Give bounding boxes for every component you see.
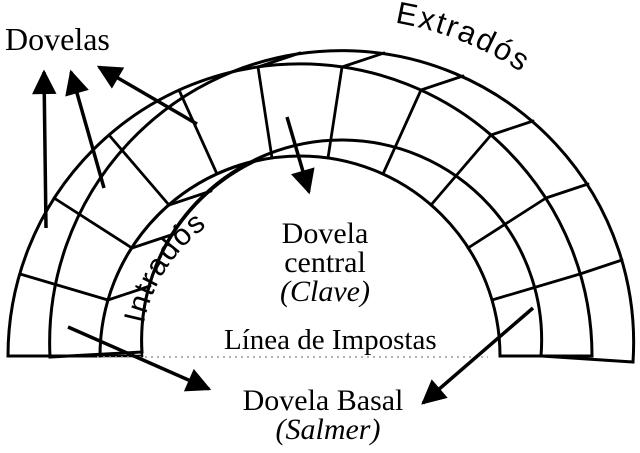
dovelas-arrow-1 — [32, 69, 57, 229]
voussoir-joint-depth — [578, 258, 624, 276]
svg-text:Dovela: Dovela — [282, 217, 369, 250]
svg-text:(Salmer): (Salmer) — [276, 413, 381, 446]
svg-text:central: central — [284, 246, 366, 279]
label-intrados: Intradós — [118, 205, 212, 326]
voussoir-joint — [381, 88, 423, 176]
voussoir-joint — [490, 272, 582, 302]
label-dovela-central: Dovela central (Clave) — [280, 217, 370, 308]
dovelas-arrow-2 — [65, 69, 106, 189]
dovelas-arrow-3 — [96, 65, 198, 126]
voussoir-joint — [52, 196, 134, 250]
voussoir-joints-depth — [106, 51, 624, 302]
voussoir-joint — [177, 88, 219, 176]
label-dovelas: Dovelas — [5, 21, 110, 57]
arch-front-ring — [6, 62, 594, 358]
svg-text:(Clave): (Clave) — [280, 275, 370, 308]
keystone-arrow — [285, 116, 315, 195]
voussoir-joint — [466, 196, 548, 250]
voussoir-joint-intrados — [130, 232, 176, 250]
label-extrados: Extradós — [393, 0, 537, 79]
voussoir-joint — [18, 272, 110, 302]
voussoir-joint-depth — [256, 51, 302, 69]
voussoir-joint-depth — [419, 74, 465, 92]
voussoir-joint — [256, 65, 274, 160]
annotation-arrows — [32, 65, 535, 405]
left-springer-arrow — [67, 325, 212, 392]
voussoir-joint-intrados — [106, 284, 152, 302]
label-linea-impostas: Línea de Impostas — [224, 324, 437, 356]
voussoir-joint — [429, 133, 493, 207]
voussoir-joints — [18, 65, 582, 302]
voussoir-joint-depth — [489, 119, 535, 137]
voussoir-joint-intrados — [167, 189, 213, 207]
voussoir-joint — [107, 133, 171, 207]
label-dovela-basal: Dovela Basal (Salmer) — [243, 384, 404, 446]
voussoir-joint-depth — [340, 51, 386, 69]
voussoir-joint-depth — [544, 182, 590, 200]
svg-text:Dovela Basal: Dovela Basal — [243, 384, 404, 417]
right-springer-arrow — [421, 306, 535, 405]
voussoir-joint — [326, 65, 344, 160]
